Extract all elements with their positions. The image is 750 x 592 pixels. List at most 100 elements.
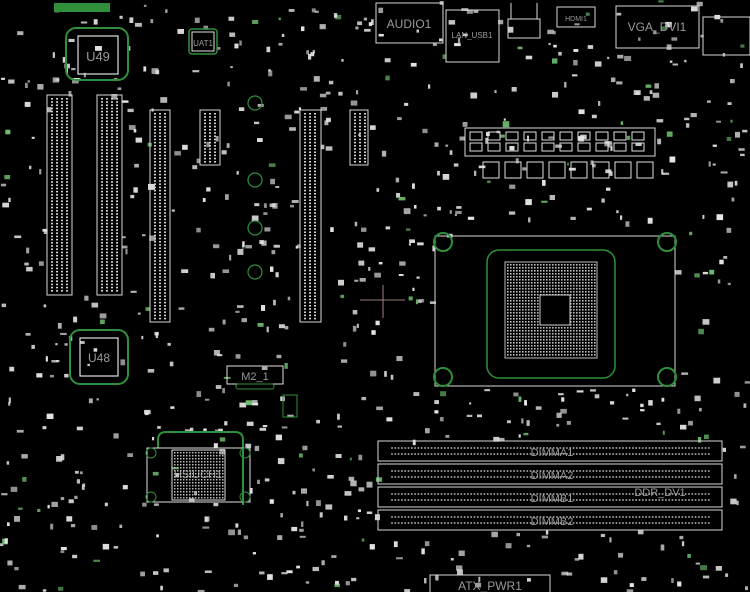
pad	[213, 244, 220, 249]
pad	[305, 581, 310, 584]
component-u48[interactable]: U48	[69, 329, 129, 385]
pad	[357, 242, 364, 248]
pad	[656, 119, 664, 123]
dimm-slot-dimm-a2[interactable]: DIMMA2	[377, 463, 723, 485]
pad	[448, 20, 456, 25]
connector-audio[interactable]: AUDIO1	[375, 2, 444, 44]
pad	[38, 261, 44, 266]
pad	[440, 391, 447, 397]
pcie-slot[interactable]	[149, 109, 171, 323]
pad	[661, 26, 667, 30]
pad	[378, 7, 384, 13]
pad	[616, 81, 623, 85]
component-pch[interactable]: HSIUCH1	[145, 431, 251, 505]
pad	[456, 206, 462, 209]
pad	[281, 426, 288, 429]
pad	[8, 79, 15, 84]
connector-atx-power[interactable]: ATX_PWR1	[429, 574, 551, 592]
pad	[91, 525, 98, 530]
pad	[206, 141, 210, 148]
pad	[266, 326, 269, 333]
dimm-slot-dimm-b2[interactable]: DIMMB2	[377, 509, 723, 531]
connector-usb[interactable]	[507, 3, 541, 39]
connector-lan-usb[interactable]: LAN_USB1	[445, 9, 500, 63]
pad	[626, 589, 634, 592]
pad	[122, 100, 129, 103]
pad	[278, 17, 281, 20]
pad	[672, 63, 678, 66]
pad	[409, 239, 415, 243]
pad	[160, 585, 163, 591]
pad	[130, 290, 137, 293]
pad	[366, 481, 373, 488]
pad	[52, 52, 55, 58]
pad	[607, 56, 610, 60]
pcie-slot[interactable]	[349, 109, 369, 166]
pad	[18, 584, 26, 590]
pad	[93, 559, 101, 562]
pad	[7, 560, 13, 566]
pad	[722, 447, 726, 452]
pad	[716, 120, 721, 123]
pad	[312, 566, 319, 572]
component-u49[interactable]: U49	[65, 27, 129, 81]
pad	[610, 146, 613, 151]
pad	[397, 117, 402, 121]
pcie-slot[interactable]	[199, 109, 221, 166]
pad	[730, 79, 735, 84]
component-label: VGA_DVI1	[628, 20, 687, 34]
pad	[686, 123, 690, 128]
pad	[219, 437, 226, 442]
pad	[275, 434, 282, 441]
pad	[677, 408, 681, 414]
pad	[316, 419, 320, 424]
pad	[234, 43, 239, 49]
pad	[702, 575, 710, 579]
pcie-slot[interactable]	[299, 109, 322, 323]
pcie-slot[interactable]	[96, 94, 123, 296]
pad	[566, 421, 571, 425]
pad	[93, 348, 98, 352]
pad	[417, 242, 424, 246]
component-uat1[interactable]: UAT1	[188, 28, 218, 55]
dimm-slot-dimm-a1[interactable]: DIMMA1	[377, 440, 723, 462]
pad	[167, 342, 171, 346]
pad	[95, 46, 102, 51]
pad	[22, 477, 27, 482]
pad	[284, 326, 289, 330]
dimm-label: DIMMB2	[531, 516, 574, 528]
cpu-socket[interactable]	[360, 232, 677, 387]
pad	[743, 403, 747, 408]
pad	[189, 427, 194, 433]
pad	[381, 150, 387, 157]
connector-vga-dvi[interactable]: VGA_DVI1	[615, 5, 700, 49]
pad	[442, 54, 446, 59]
connector-usb-right[interactable]	[702, 16, 750, 56]
pad	[338, 91, 343, 96]
pad	[601, 198, 605, 203]
pad	[284, 114, 292, 120]
dimm-slot-dimm-b1[interactable]: DIMMB1	[377, 486, 723, 508]
pad	[445, 144, 449, 147]
pad	[245, 443, 252, 448]
pad	[352, 310, 358, 315]
pad	[151, 68, 159, 74]
pad	[235, 354, 241, 359]
pad	[528, 217, 531, 223]
component-m2-slot[interactable]: M2_1	[226, 365, 284, 390]
pad	[560, 408, 567, 414]
connector-hdmi[interactable]: HDMI1	[556, 6, 596, 28]
pad	[73, 316, 78, 323]
pad	[453, 163, 459, 167]
component-label: UAT1	[193, 39, 213, 48]
pad	[445, 435, 450, 438]
pad	[423, 214, 427, 217]
pad	[649, 90, 653, 94]
pad	[229, 254, 232, 261]
pad	[14, 235, 22, 239]
pad	[687, 553, 691, 558]
pcie-slot[interactable]	[46, 94, 73, 296]
